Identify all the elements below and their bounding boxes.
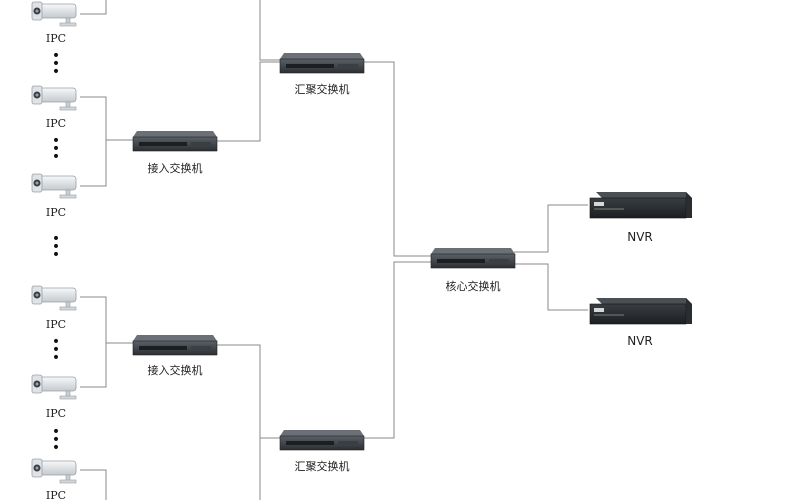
switch-icon: [430, 247, 516, 269]
camera-icon: [31, 374, 77, 400]
ellipsis-dot: •: [52, 64, 60, 80]
ellipsis-dot: •: [52, 56, 60, 72]
link-access1-aggregation1: [216, 61, 282, 142]
ipc-camera-5: IPC: [31, 374, 77, 420]
link-top-aggregation1: [259, 0, 282, 61]
ellipsis-dot: •: [52, 141, 60, 157]
switch-icon: [279, 429, 365, 451]
camera-icon: [31, 1, 77, 27]
nvr-label-2: NVR: [627, 334, 653, 348]
aggregation-switch-label-1: 汇聚交换机: [295, 82, 350, 96]
switch-icon: [279, 52, 365, 74]
core-switch-label: 核心交换机: [446, 279, 501, 293]
ellipsis-dot: •: [52, 247, 60, 263]
ellipsis-dot: •: [52, 424, 60, 440]
ellipsis-dot: •: [52, 48, 60, 64]
link-ipc5-access2: [80, 343, 107, 388]
link-ipc3-access1: [80, 140, 107, 187]
ellipsis-dot: •: [52, 231, 60, 247]
ellipsis-dot: •: [52, 432, 60, 448]
aggregation-switch-2: 汇聚交换机: [279, 429, 365, 473]
ipc-label-2: IPC: [46, 117, 66, 130]
access-switch-1: 接入交换机: [132, 130, 218, 175]
switch-icon: [132, 130, 218, 152]
connection-lines: [80, 0, 588, 500]
ipc-camera-4: IPC: [31, 285, 77, 331]
aggregation-switch-1: 汇聚交换机: [279, 52, 365, 96]
link-ipc6-down: [80, 469, 107, 500]
ellipsis-dot: •: [52, 342, 60, 358]
ipc-camera-6: IPC: [31, 458, 77, 500]
access-switch-label-1: 接入交换机: [148, 161, 203, 175]
ipc-label-5: IPC: [46, 407, 66, 420]
ipc-label-4: IPC: [46, 318, 66, 331]
link-ipc1-aggregation1: [80, 0, 107, 15]
ipc-camera-1: IPC: [31, 1, 77, 45]
link-core-nvr2: [514, 263, 588, 311]
ellipsis-dot: •: [52, 334, 60, 350]
nvr-2: NVR: [589, 297, 693, 348]
ipc-camera-2: IPC: [31, 85, 77, 130]
link-ipc4-access2: [80, 296, 134, 344]
core-switch: 核心交换机: [430, 247, 516, 293]
link-aggregation2-core: [362, 261, 432, 439]
ipc-label-6: IPC: [46, 489, 66, 500]
link-access2-aggregation2: [216, 344, 282, 439]
camera-column: IPC • • • IPC • • • IPC • • • IPC • • • …: [31, 1, 77, 500]
ellipsis-dot: •: [52, 149, 60, 165]
ipc-label-3: IPC: [46, 206, 66, 219]
aggregation-switch-label-2: 汇聚交换机: [295, 459, 350, 473]
ellipsis-dot: •: [52, 350, 60, 366]
link-ipc2-access1: [80, 96, 134, 141]
camera-icon: [31, 458, 77, 484]
ellipsis-dot: •: [52, 440, 60, 456]
ipc-camera-3: IPC: [31, 173, 77, 219]
nvr-label-1: NVR: [627, 230, 653, 244]
ellipsis-dot: •: [52, 133, 60, 149]
access-switch-2: 接入交换机: [132, 334, 218, 377]
access-switch-label-2: 接入交换机: [148, 363, 203, 377]
nvr-icon: [589, 191, 693, 219]
camera-icon: [31, 173, 77, 199]
ellipsis-dot: •: [52, 239, 60, 255]
switch-icon: [132, 334, 218, 356]
link-aggregation1-core: [362, 61, 432, 257]
ipc-label-1: IPC: [46, 32, 66, 45]
nvr-1: NVR: [589, 191, 693, 244]
camera-icon: [31, 85, 77, 111]
link-core-nvr1: [514, 204, 588, 253]
nvr-icon: [589, 297, 693, 325]
camera-icon: [31, 285, 77, 311]
